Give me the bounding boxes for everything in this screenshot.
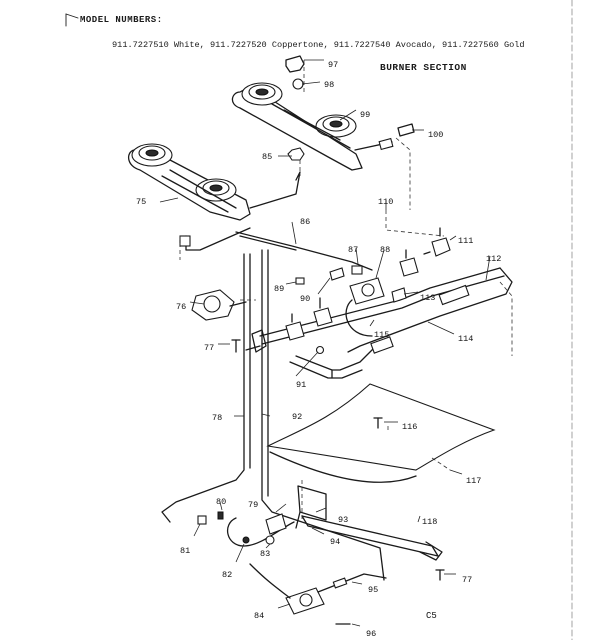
part-87-fitting (351, 265, 363, 275)
callout-92: 92 (292, 412, 303, 422)
part-117-heat-shield (266, 383, 496, 483)
part-97-clip (285, 55, 305, 73)
manifold-mount-bracket (245, 329, 267, 353)
part-98-nut (292, 78, 304, 90)
callout-116: 116 (402, 422, 418, 432)
part-77-screw (231, 339, 241, 353)
callout-80: 80 (216, 497, 227, 507)
part-93-bracket (295, 485, 327, 529)
callout-95: 95 (368, 585, 379, 595)
burner-valve-111 (423, 227, 451, 257)
callout-91: 91 (296, 380, 307, 390)
callout-111: 111 (458, 236, 474, 246)
assembly-line-117 (431, 457, 451, 471)
callout-97: 97 (328, 60, 339, 70)
callout-79: 79 (248, 500, 259, 510)
part-90-fitting (329, 267, 345, 281)
section-title: BURNER SECTION (380, 62, 467, 73)
callout-90: 90 (300, 294, 311, 304)
part-89-fitting (295, 277, 305, 285)
part-76-valve (191, 289, 247, 321)
callout-96: 96 (366, 629, 377, 639)
part-88-regulator (349, 277, 385, 305)
callout-77: 77 (462, 575, 473, 585)
callout-75: 75 (136, 197, 147, 207)
header-bracket-tick (65, 13, 79, 19)
part-83-fitting (265, 535, 275, 545)
callout-82: 82 (222, 570, 233, 580)
callout-99: 99 (360, 110, 371, 120)
manifold-assembly (259, 267, 513, 379)
callout-86: 86 (300, 217, 311, 227)
model-numbers-label: MODEL NUMBERS: (80, 15, 163, 25)
callout-87: 87 (348, 245, 359, 255)
callout-94: 94 (330, 537, 341, 547)
callout-112: 112 (486, 254, 502, 264)
callout-83: 83 (260, 549, 271, 559)
part-115-hose (345, 299, 373, 337)
callout-93: 93 (338, 515, 349, 525)
part-82-fitting (242, 536, 250, 544)
callout-110: 110 (378, 197, 394, 207)
callout-78: 78 (212, 413, 223, 423)
callout-114: 114 (458, 334, 474, 344)
part-79-thermocouple (226, 513, 295, 547)
part-92-tube (261, 249, 385, 581)
part-100-bracket (397, 123, 415, 137)
part-84-oven-valve (249, 563, 325, 615)
callout-115: 115 (374, 330, 390, 340)
callout-84: 84 (254, 611, 265, 621)
callout-89: 89 (274, 284, 285, 294)
assembly-line-110 (385, 210, 445, 237)
rear-burner-assembly (231, 82, 394, 171)
callout-85: 85 (262, 152, 273, 162)
callout-77: 77 (204, 343, 215, 353)
assembly-line-100 (395, 137, 411, 210)
part-113-fitting (391, 287, 407, 303)
front-burner-assembly (128, 143, 301, 251)
model-numbers-list: 911.7227510 White, 911.7227520 Copperton… (112, 40, 525, 50)
burner-valve-mid (399, 249, 419, 277)
part-77b-screw (435, 569, 445, 581)
part-78-tube (161, 253, 251, 523)
burner-valve-lower (285, 313, 305, 341)
callout-81: 81 (180, 546, 191, 556)
callout-98: 98 (324, 80, 335, 90)
part-116-screw (373, 417, 383, 429)
callout-118: 118 (422, 517, 438, 527)
part-118-rail (301, 515, 443, 561)
callout-76: 76 (176, 302, 187, 312)
part-85-nut (287, 147, 305, 161)
assembly-line-112 (499, 281, 513, 356)
callout-88: 88 (380, 245, 391, 255)
callout-leaders (159, 59, 491, 627)
page-number: C5 (426, 611, 437, 621)
burner-valve-left (313, 297, 333, 327)
callout-117: 117 (466, 476, 482, 486)
callout-100: 100 (428, 130, 444, 140)
part-91-nut (315, 345, 325, 355)
callout-113: 113 (420, 293, 436, 303)
part-81-fitting (197, 515, 207, 525)
part-80-nut (217, 511, 224, 520)
part-95-tube (317, 573, 387, 593)
